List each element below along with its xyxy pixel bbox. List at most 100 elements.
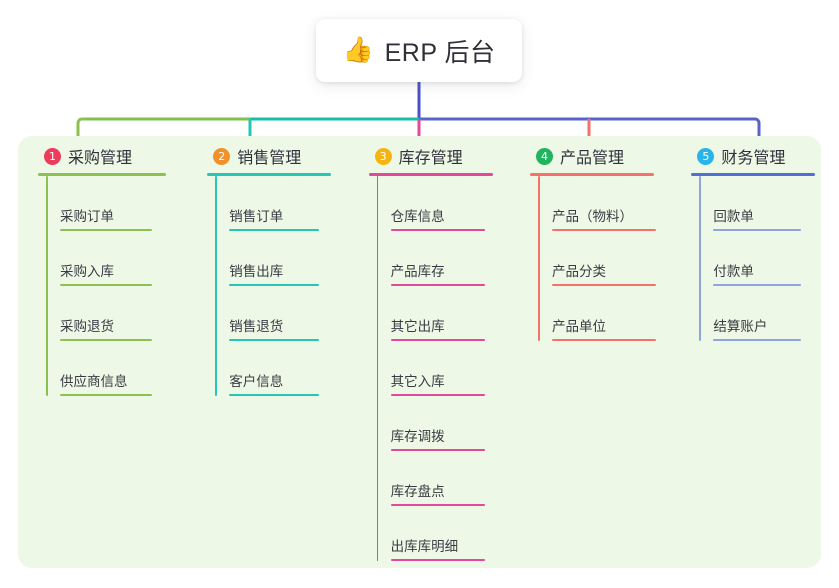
branch-spine-3 bbox=[376, 176, 379, 561]
category-badge-2: 2 bbox=[213, 147, 231, 165]
category-header-5[interactable]: 5 财务管理 bbox=[687, 136, 821, 168]
list-item[interactable]: 其它入库 bbox=[377, 341, 510, 396]
leaf-rule bbox=[390, 339, 485, 341]
list-item[interactable]: 回款单 bbox=[699, 176, 821, 231]
category-header-4[interactable]: 4 产品管理 bbox=[526, 136, 671, 168]
leaf-label: 销售订单 bbox=[229, 208, 284, 224]
leaf-label: 采购退货 bbox=[60, 318, 114, 334]
list-item[interactable]: 客户信息 bbox=[215, 341, 348, 396]
list-item[interactable]: 采购退货 bbox=[46, 286, 187, 341]
category-badge-5: 5 bbox=[697, 147, 715, 165]
category-rule-3 bbox=[368, 173, 493, 176]
leaf-list-1: 采购订单 采购入库 采购退货 供应商信息 bbox=[34, 176, 187, 396]
leaf-rule bbox=[229, 339, 320, 341]
category-label-1: 采购管理 bbox=[68, 150, 133, 167]
list-item[interactable]: 结算账户 bbox=[699, 286, 821, 341]
leaf-rule bbox=[713, 339, 802, 341]
leaf-label: 仓库信息 bbox=[390, 208, 445, 224]
list-item[interactable]: 产品（物料） bbox=[538, 176, 671, 231]
list-item[interactable]: 产品分类 bbox=[538, 231, 671, 286]
leaf-rule bbox=[390, 284, 485, 286]
category-header-1[interactable]: 1 采购管理 bbox=[34, 136, 187, 168]
category-badge-1: 1 bbox=[44, 147, 61, 165]
leaf-rule bbox=[229, 229, 320, 231]
list-item[interactable]: 供应商信息 bbox=[46, 341, 187, 396]
leaf-label: 结算账户 bbox=[713, 318, 768, 334]
leaf-label: 客户信息 bbox=[229, 373, 284, 389]
leaf-label: 出库库明细 bbox=[390, 538, 459, 554]
leaf-rule bbox=[60, 339, 152, 341]
leaf-label: 采购订单 bbox=[60, 208, 114, 224]
leaf-label: 销售退货 bbox=[229, 318, 284, 334]
thumbs-up-icon: 👍 bbox=[342, 36, 374, 64]
category-rule-1 bbox=[38, 173, 166, 176]
leaf-rule bbox=[229, 394, 320, 396]
leaf-list-2: 销售订单 销售出库 销售退货 客户信息 bbox=[203, 176, 348, 396]
list-item[interactable]: 销售出库 bbox=[215, 231, 348, 286]
list-item[interactable]: 库存盘点 bbox=[377, 451, 510, 506]
leaf-label: 采购入库 bbox=[60, 263, 114, 279]
category-label-2: 销售管理 bbox=[237, 150, 302, 167]
leaf-list-4: 产品（物料） 产品分类 产品单位 bbox=[526, 176, 671, 341]
diagram-panel bbox=[18, 136, 821, 568]
category-badge-3: 3 bbox=[374, 147, 392, 165]
leaf-label: 产品分类 bbox=[552, 263, 607, 279]
leaf-rule bbox=[552, 284, 657, 286]
category-header-2[interactable]: 2 销售管理 bbox=[203, 136, 348, 168]
leaf-label: 产品（物料） bbox=[552, 208, 634, 224]
leaf-rule bbox=[390, 449, 485, 451]
leaf-rule bbox=[390, 504, 485, 506]
category-label-5: 财务管理 bbox=[721, 150, 786, 167]
leaf-label: 供应商信息 bbox=[60, 373, 128, 389]
leaf-rule bbox=[60, 229, 152, 231]
leaf-label: 库存盘点 bbox=[390, 483, 445, 499]
leaf-rule bbox=[552, 339, 657, 341]
branch-spine-4 bbox=[538, 176, 540, 341]
category-rule-4 bbox=[530, 173, 655, 176]
branch-spine-2 bbox=[215, 176, 217, 396]
category-rule-5 bbox=[691, 173, 816, 176]
list-item[interactable]: 出库库明细 bbox=[377, 506, 510, 561]
leaf-rule bbox=[713, 284, 802, 286]
leaf-label: 其它出库 bbox=[390, 318, 445, 334]
leaf-label: 付款单 bbox=[713, 263, 754, 279]
list-item[interactable]: 付款单 bbox=[699, 231, 821, 286]
leaf-rule bbox=[60, 284, 152, 286]
leaf-label: 回款单 bbox=[713, 208, 754, 224]
category-column-inventory: 3 库存管理 仓库信息 产品库存 其它出库 其它入库 bbox=[349, 136, 510, 568]
leaf-rule bbox=[390, 394, 485, 396]
leaf-label: 其它入库 bbox=[390, 373, 445, 389]
category-header-3[interactable]: 3 库存管理 bbox=[365, 136, 510, 168]
leaf-list-3: 仓库信息 产品库存 其它出库 其它入库 库存调拨 bbox=[365, 176, 510, 561]
list-item[interactable]: 产品单位 bbox=[538, 286, 671, 341]
category-column-purchasing: 1 采购管理 采购订单 采购入库 采购退货 供应商信 bbox=[18, 136, 187, 568]
leaf-label: 产品库存 bbox=[390, 263, 445, 279]
category-columns: 1 采购管理 采购订单 采购入库 采购退货 供应商信 bbox=[18, 136, 821, 568]
leaf-list-5: 回款单 付款单 结算账户 bbox=[687, 176, 821, 341]
root-node[interactable]: 👍 ERP 后台 bbox=[316, 19, 522, 82]
list-item[interactable]: 采购入库 bbox=[46, 231, 187, 286]
category-label-3: 库存管理 bbox=[398, 150, 463, 167]
leaf-rule bbox=[229, 284, 320, 286]
list-item[interactable]: 采购订单 bbox=[46, 176, 187, 231]
list-item[interactable]: 产品库存 bbox=[377, 231, 510, 286]
category-label-4: 产品管理 bbox=[560, 150, 625, 167]
leaf-rule bbox=[552, 229, 657, 231]
list-item[interactable]: 销售订单 bbox=[215, 176, 348, 231]
list-item[interactable]: 仓库信息 bbox=[377, 176, 510, 231]
category-column-sales: 2 销售管理 销售订单 销售出库 销售退货 客户信息 bbox=[187, 136, 348, 568]
leaf-rule bbox=[390, 559, 485, 561]
list-item[interactable]: 库存调拨 bbox=[377, 396, 510, 451]
category-badge-4: 4 bbox=[536, 147, 554, 165]
leaf-rule bbox=[60, 394, 152, 396]
list-item[interactable]: 销售退货 bbox=[215, 286, 348, 341]
category-column-finance: 5 财务管理 回款单 付款单 结算账户 bbox=[671, 136, 821, 568]
leaf-label: 销售出库 bbox=[229, 263, 284, 279]
branch-spine-1 bbox=[46, 176, 48, 396]
category-rule-2 bbox=[207, 173, 332, 176]
branch-spine-5 bbox=[699, 176, 702, 341]
leaf-label: 库存调拨 bbox=[390, 428, 445, 444]
list-item[interactable]: 其它出库 bbox=[377, 286, 510, 341]
category-column-product: 4 产品管理 产品（物料） 产品分类 产品单位 bbox=[510, 136, 671, 568]
